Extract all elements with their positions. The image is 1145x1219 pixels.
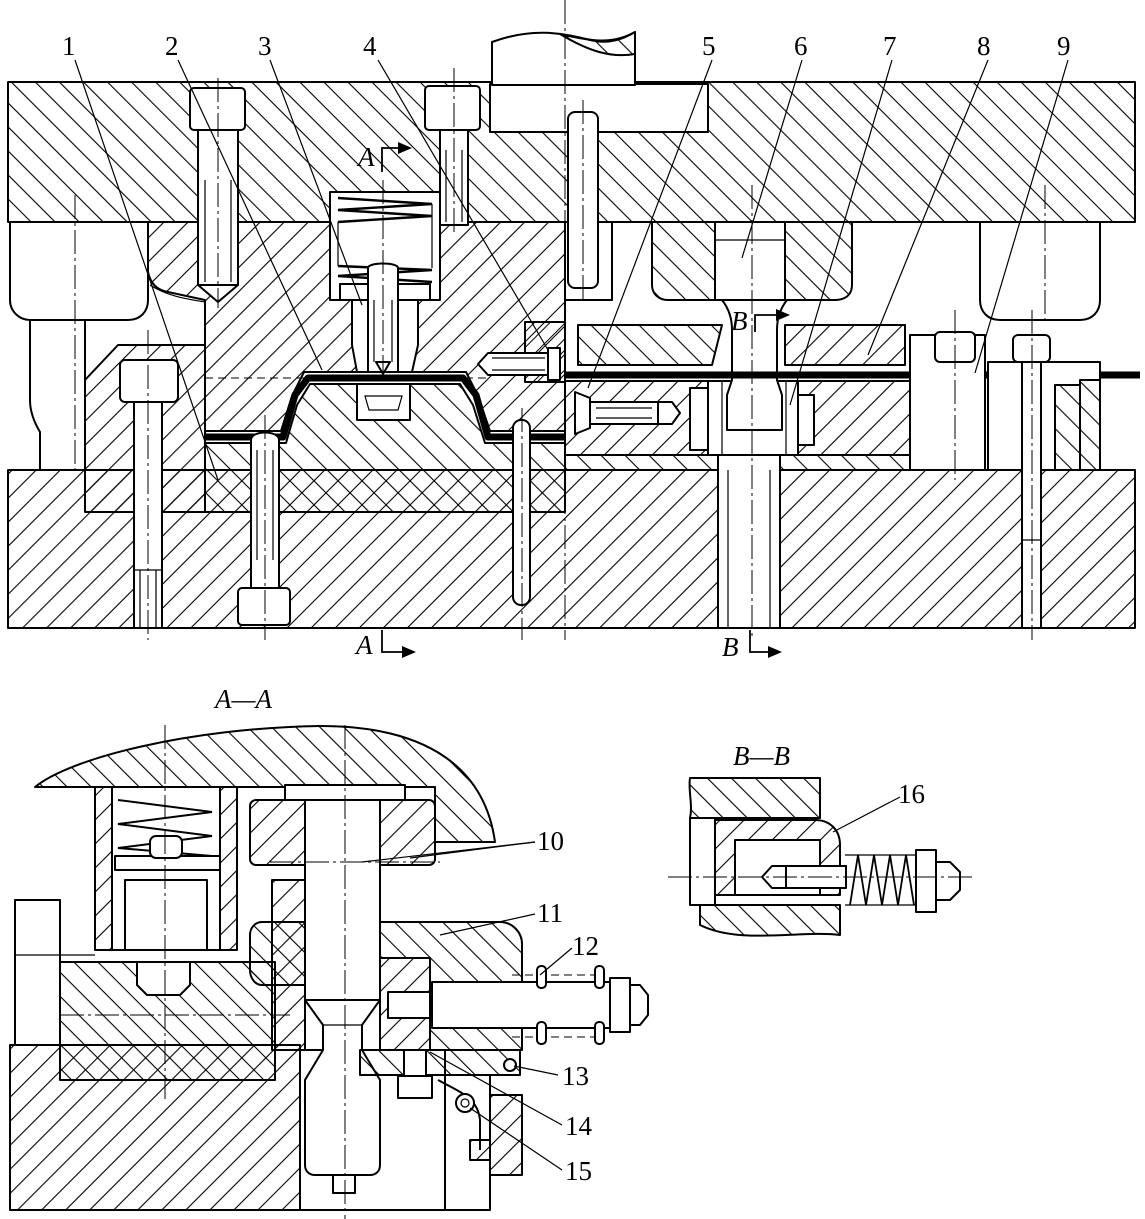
section-arrow-a-bottom xyxy=(381,630,416,658)
section-mark-a-top: A xyxy=(356,142,375,172)
shank xyxy=(489,31,709,133)
view-title-a-a: A—A xyxy=(213,684,273,714)
workpiece-strip xyxy=(205,374,565,441)
part-label-8: 8 xyxy=(977,31,991,61)
aa-upper-shoe-break xyxy=(34,725,496,843)
part-label-10: 10 xyxy=(537,826,564,856)
part-label-3: 3 xyxy=(258,31,272,61)
ejector-block xyxy=(356,383,411,421)
section-view-a-a: A—A xyxy=(9,684,649,1219)
bb-side-strip xyxy=(689,817,716,906)
aa-spring-box xyxy=(94,786,238,951)
stop-pin-5 xyxy=(574,391,681,435)
ejector-spring-assembly xyxy=(329,191,441,375)
leader-line-16 xyxy=(832,796,901,833)
lower-socket-screw-2 xyxy=(237,431,291,626)
part-label-13: 13 xyxy=(562,1061,589,1091)
part-label-12: 12 xyxy=(572,931,599,961)
view-title-b-b: B—B xyxy=(733,741,790,771)
part-label-14: 14 xyxy=(565,1111,593,1141)
part-label-7: 7 xyxy=(883,31,897,61)
aa-pin-12 xyxy=(387,965,649,1045)
part-label-5: 5 xyxy=(702,31,716,61)
stripper-plate-8 xyxy=(784,324,906,366)
lower-forming-die xyxy=(204,383,566,513)
guide-block xyxy=(909,331,986,471)
aa-left-block xyxy=(14,899,61,1046)
bb-lower-block xyxy=(699,904,841,937)
aa-pivot-13 xyxy=(503,1058,517,1072)
aa-bracket-14 xyxy=(469,1094,523,1176)
section-mark-a-bottom: A xyxy=(354,630,373,660)
part-label-16: 16 xyxy=(898,779,925,809)
part-label-1: 1 xyxy=(62,31,76,61)
part-label-11: 11 xyxy=(537,898,563,928)
section-mark-b-top: B xyxy=(731,306,748,336)
locating-pin-4 xyxy=(477,321,566,383)
leader-lines-main xyxy=(74,59,1069,481)
section-arrow-a-top xyxy=(381,142,412,172)
section-mark-b-bottom: B xyxy=(722,632,739,662)
part-label-9: 9 xyxy=(1057,31,1071,61)
aa-spring-15 xyxy=(437,1079,481,1150)
aa-screw-small xyxy=(397,1049,433,1099)
aa-punch-10 xyxy=(284,784,406,1194)
section-view-b-b: B—B 16 xyxy=(668,741,975,937)
punch-6 xyxy=(714,221,788,431)
part-label-4: 4 xyxy=(363,31,377,61)
part-label-15: 15 xyxy=(565,1156,592,1186)
left-guide-pillar xyxy=(9,221,149,471)
aa-base-block xyxy=(59,961,276,1081)
section-arrow-b-top xyxy=(754,309,790,332)
stripper-plate-left xyxy=(577,324,723,366)
part-label-6: 6 xyxy=(794,31,808,61)
bb-upper-block xyxy=(688,777,821,819)
main-section-view: 1 2 3 4 5 6 7 8 9 A A B B xyxy=(7,0,1140,662)
part-label-2: 2 xyxy=(165,31,179,61)
section-arrow-b-bottom xyxy=(749,630,782,658)
aa-plate-13 xyxy=(359,1049,521,1076)
leader-lines-aa xyxy=(361,841,573,1171)
